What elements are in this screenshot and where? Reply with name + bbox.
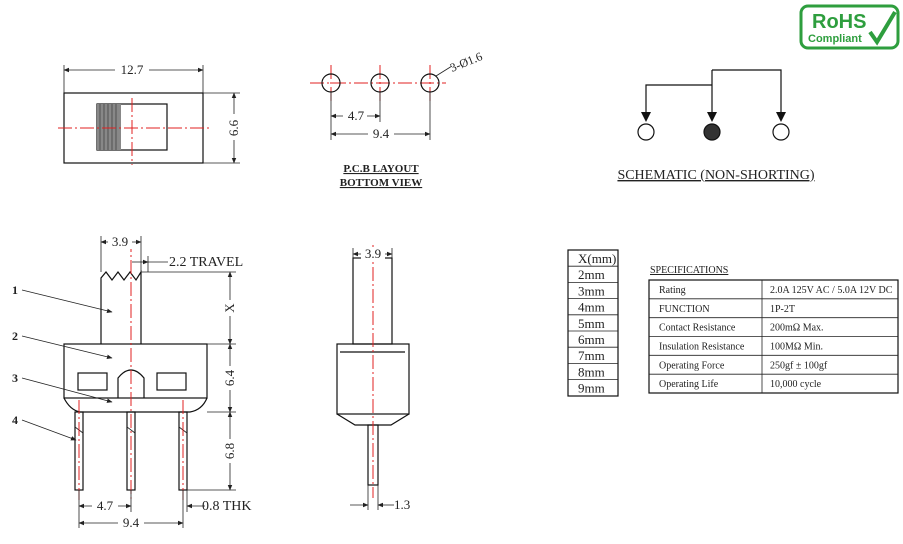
pcb-hole-dim: 3-Ø1.6 xyxy=(448,49,484,75)
front-x-dim: X xyxy=(222,303,237,313)
rohs-badge: RoHS Compliant xyxy=(799,4,900,50)
schematic-label: SCHEMATIC (NON-SHORTING) xyxy=(617,168,814,183)
top-width-dim: 12.7 xyxy=(121,62,144,77)
front-actuator-dim: 3.9 xyxy=(112,234,128,249)
callout-1: 1 xyxy=(12,283,18,297)
x-table-header: X(mm) xyxy=(578,251,616,266)
spec-value: 200mΩ Max. xyxy=(770,323,824,334)
front-body-dim: 6.4 xyxy=(222,369,237,386)
top-height-dim: 6.6 xyxy=(226,119,241,136)
x-table-cell: 2mm xyxy=(578,267,605,282)
pcb-total-dim: 9.4 xyxy=(373,126,390,141)
spec-value: 250gf ± 100gf xyxy=(770,360,828,371)
x-table-cell: 4mm xyxy=(578,300,605,315)
spec-name: Operating Life xyxy=(659,379,719,390)
front-thk-dim: 0.8 THK xyxy=(202,499,252,514)
x-table-cell: 9mm xyxy=(578,381,605,396)
front-pitch-dim: 4.7 xyxy=(97,498,114,513)
x-table-cell: 3mm xyxy=(578,283,605,298)
side-pin-dim: 1.3 xyxy=(394,497,410,512)
callout-2: 2 xyxy=(12,329,18,343)
check-icon xyxy=(868,10,897,46)
rohs-title: RoHS xyxy=(812,11,866,33)
spec-value: 100MΩ Min. xyxy=(770,342,823,353)
side-top-dim: 3.9 xyxy=(365,246,381,261)
side-view: 3.9 1.3 xyxy=(336,245,410,512)
front-total-dim: 9.4 xyxy=(123,515,140,530)
x-table-cell: 5mm xyxy=(578,316,605,331)
callout-4: 4 xyxy=(12,413,18,427)
x-table-cell: 6mm xyxy=(578,332,605,347)
rohs-subtitle: Compliant xyxy=(808,33,862,45)
spec-value: 1P-2T xyxy=(770,304,795,315)
front-view: 3.9 2.2 TRAVEL X 6.4 6.8 4.7 9.4 0.8 xyxy=(12,234,252,530)
specs-title: SPECIFICATIONS xyxy=(650,265,728,276)
spec-value: 2.0A 125V AC / 5.0A 12V DC xyxy=(770,285,893,296)
spec-name: FUNCTION xyxy=(659,304,710,315)
pcb-pitch-dim: 4.7 xyxy=(348,108,365,123)
top-view: 12.7 6.6 xyxy=(58,62,241,165)
pcb-layout: 3-Ø1.6 4.7 9.4 P.C.B LAYOUT BOTTOM VIEW xyxy=(310,49,484,189)
spec-name: Contact Resistance xyxy=(659,323,736,334)
schematic: SCHEMATIC (NON-SHORTING) xyxy=(617,69,815,183)
spec-name: Operating Force xyxy=(659,360,725,371)
front-pin-dim: 6.8 xyxy=(222,443,237,459)
pcb-label-2: BOTTOM VIEW xyxy=(340,177,422,189)
front-travel-dim: 2.2 TRAVEL xyxy=(169,255,243,270)
spec-value: 10,000 cycle xyxy=(770,379,822,390)
callout-3: 3 xyxy=(12,371,18,385)
spec-name: Rating xyxy=(659,285,686,296)
specs-table: SPECIFICATIONS Rating 2.0A 125V AC / 5.0A… xyxy=(648,265,899,394)
pcb-label-1: P.C.B LAYOUT xyxy=(343,163,419,175)
x-table-cell: 7mm xyxy=(578,348,605,363)
spec-name: Insulation Resistance xyxy=(659,342,745,353)
x-table-cell: 8mm xyxy=(578,364,605,379)
